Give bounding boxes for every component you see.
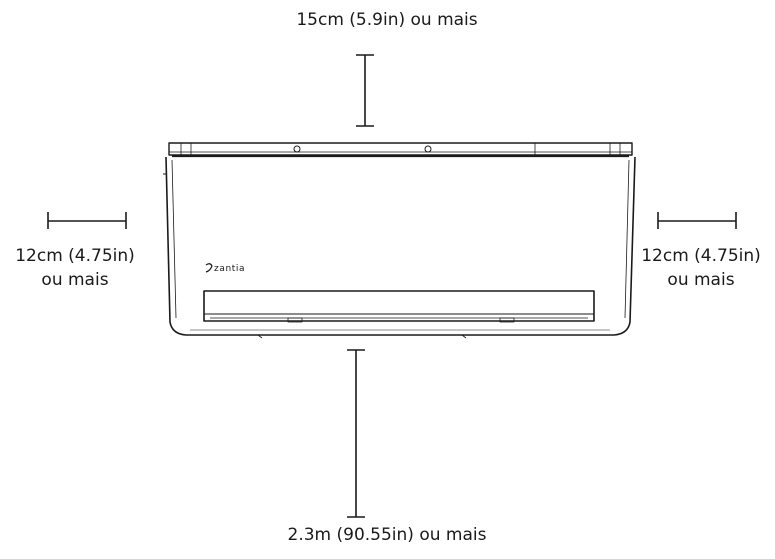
brand-logo-mark xyxy=(205,263,213,273)
left-clearance-marker xyxy=(47,212,127,229)
left-clearance-label: 12cm (4.75in) ou mais xyxy=(0,244,150,292)
top-clearance-label: 15cm (5.9in) ou mais xyxy=(296,10,478,30)
screw-right xyxy=(424,145,432,153)
unit-top-cap xyxy=(168,142,633,156)
top-clearance-marker xyxy=(356,54,374,127)
air-louver xyxy=(203,290,595,322)
indoor-unit xyxy=(163,142,636,339)
screw-left xyxy=(293,145,301,153)
right-clearance-value: 12cm (4.75in) xyxy=(641,246,761,266)
right-clearance-marker xyxy=(657,212,737,229)
brand-logo-text: zantia xyxy=(214,264,245,274)
brand-logo: zantia xyxy=(205,263,245,274)
bottom-clearance-label: 2.3m (90.55in) ou mais xyxy=(287,525,487,545)
right-clearance-suffix: ou mais xyxy=(667,270,735,290)
left-clearance-suffix: ou mais xyxy=(41,270,109,290)
bottom-clearance-marker xyxy=(347,349,365,518)
unit-body xyxy=(165,156,636,336)
right-clearance-label: 12cm (4.75in) ou mais xyxy=(627,244,775,292)
left-clearance-value: 12cm (4.75in) xyxy=(15,246,135,266)
